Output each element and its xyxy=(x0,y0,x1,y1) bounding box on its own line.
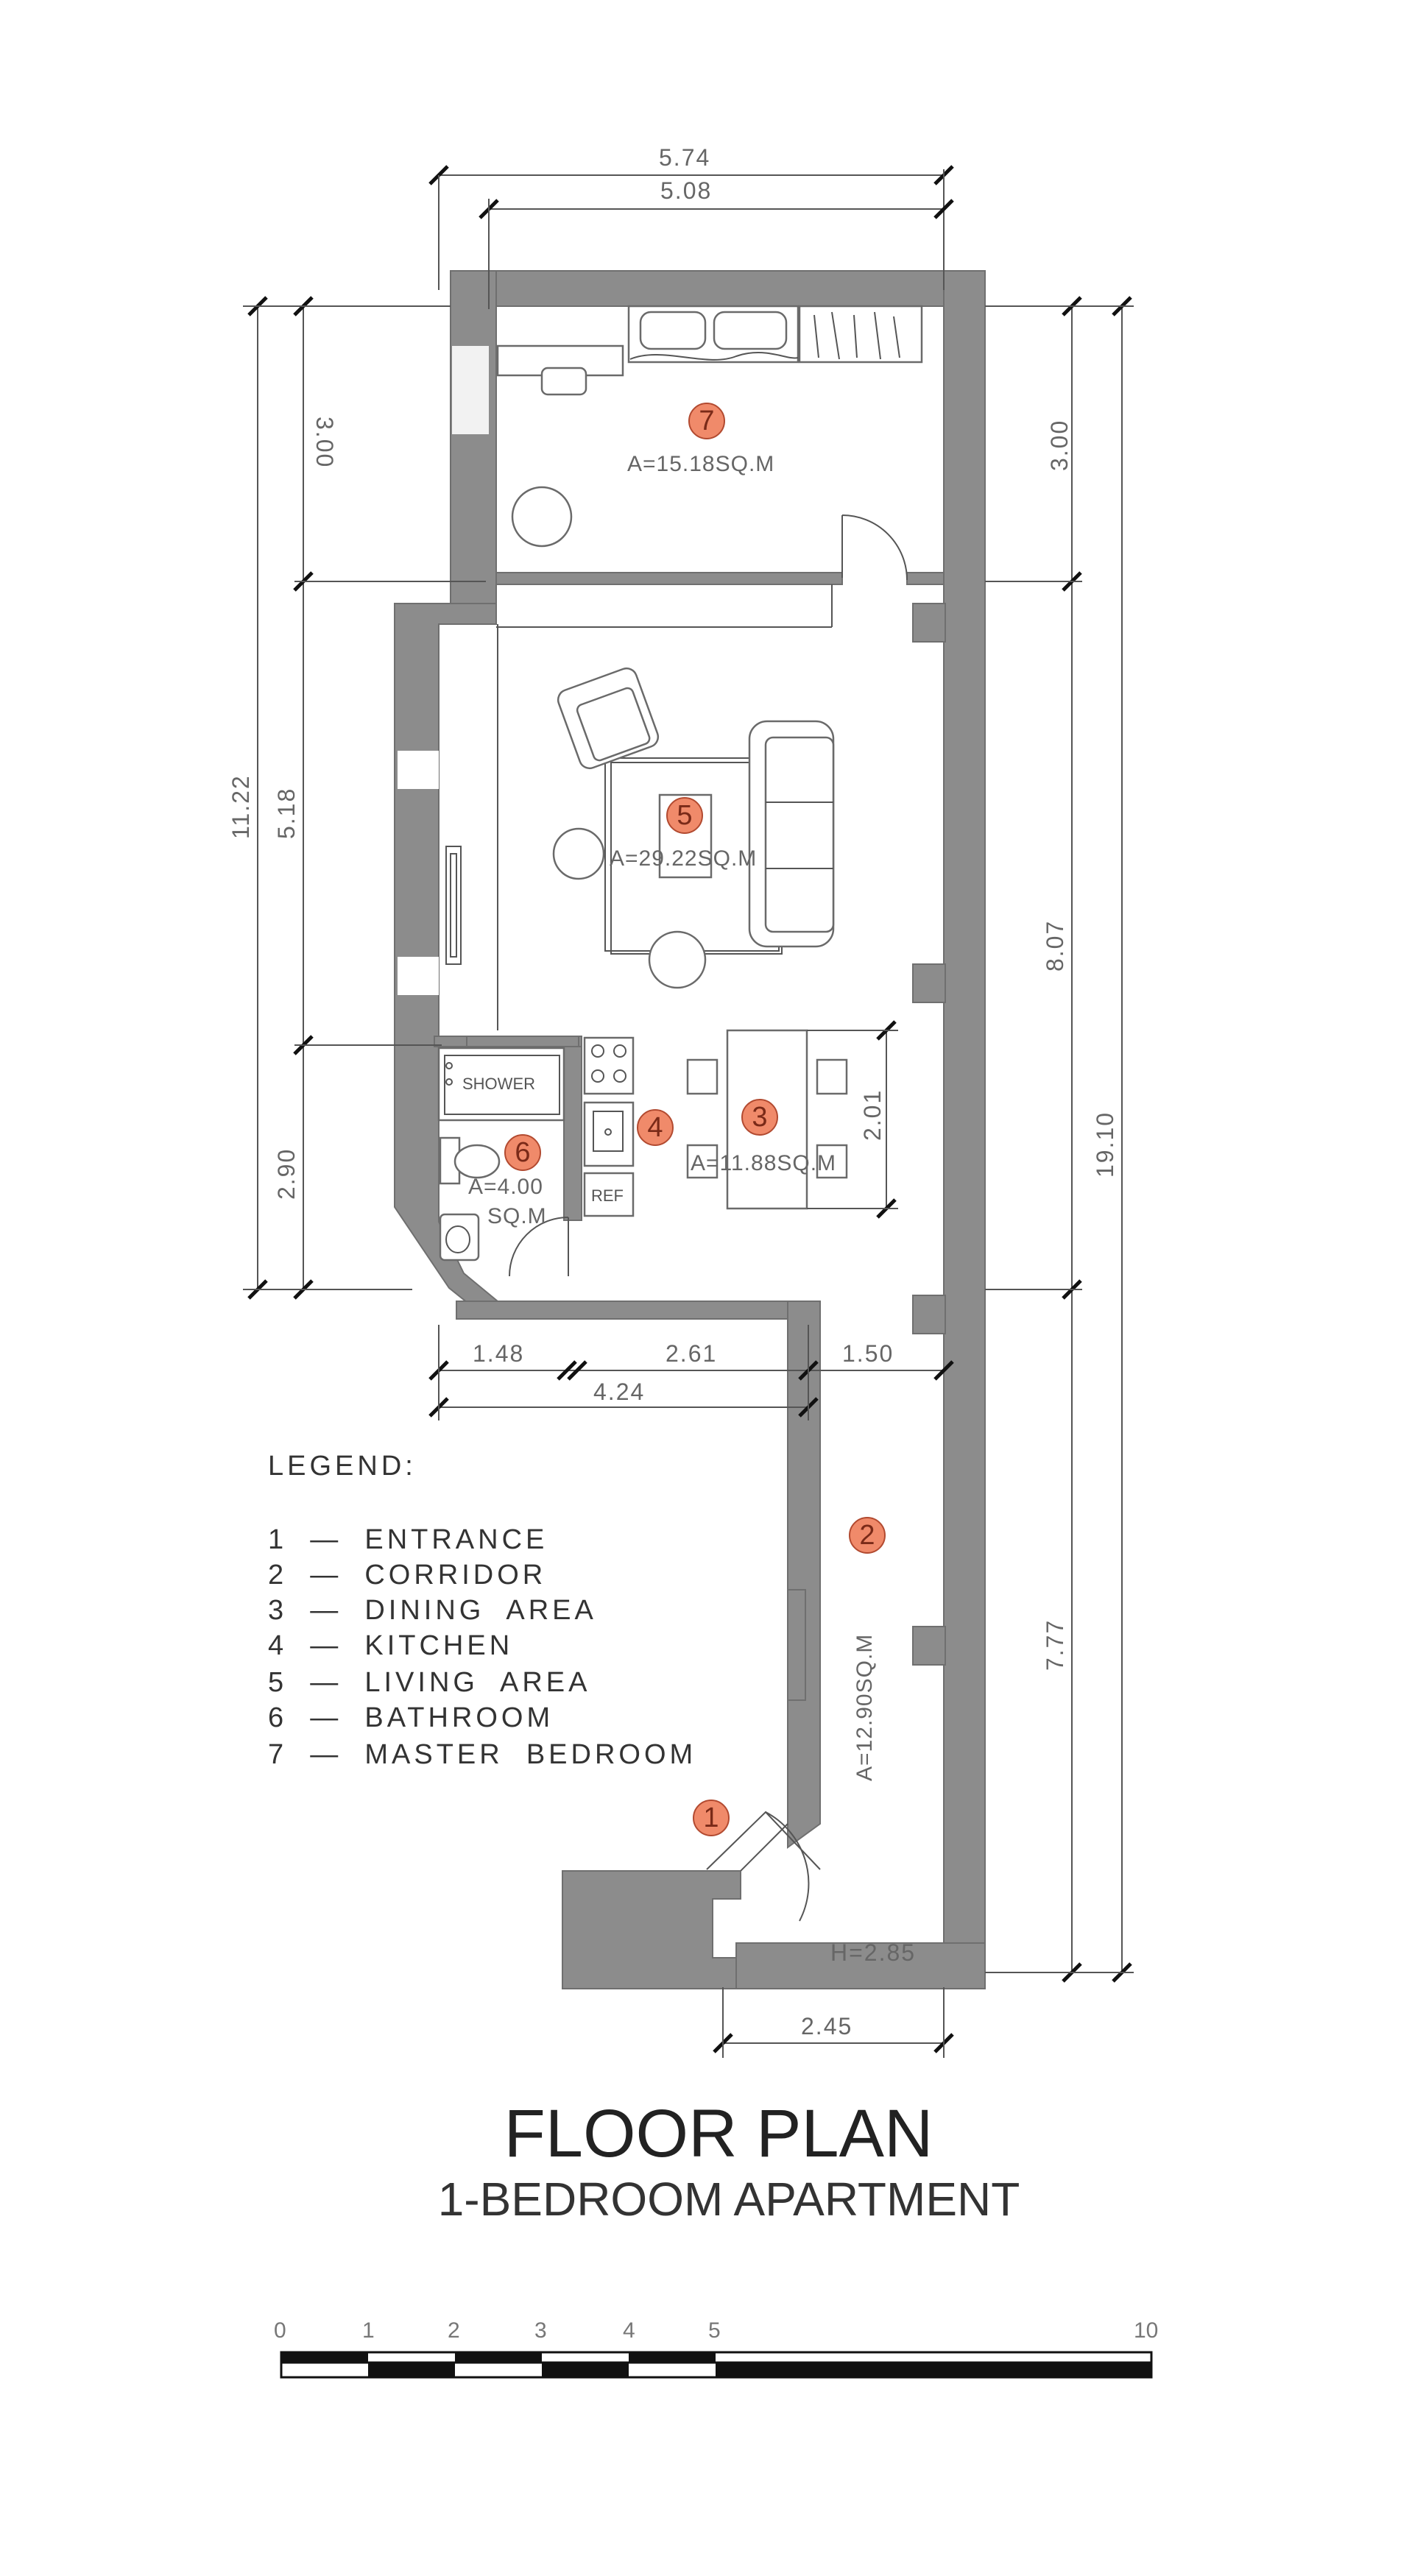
shower-label: SHOWER xyxy=(462,1075,535,1093)
dimension-lines xyxy=(243,165,1134,2058)
dim-bottom-kitchen: 2.61 xyxy=(666,1340,717,1367)
room-badge-5: 5 xyxy=(666,797,703,834)
legend-item-6: 6 — BATHROOM xyxy=(268,1702,554,1733)
svg-text:6: 6 xyxy=(515,1137,530,1168)
fridge-label: REF xyxy=(591,1186,624,1205)
scale-label-5: 5 xyxy=(708,2318,721,2343)
dim-right-bedroom: 3.00 xyxy=(1046,420,1073,471)
legend-item-3: 3 — DINING AREA xyxy=(268,1595,597,1626)
room-area-7: A=15.18SQ.M xyxy=(627,452,774,476)
bathroom-fixtures: SHOWER xyxy=(437,1047,565,1262)
scale-label-0: 0 xyxy=(274,2318,286,2343)
legend-item-5: 5 — LIVING AREA xyxy=(268,1667,590,1698)
page-title: FLOOR PLAN xyxy=(504,2096,933,2171)
legend-item-4: 4 — KITCHEN xyxy=(268,1630,513,1661)
dim-top-outer: 5.74 xyxy=(659,144,710,171)
room-area-5: A=29.22SQ.M xyxy=(610,846,757,871)
room-badge-2: 2 xyxy=(849,1517,886,1554)
scale-label-3: 3 xyxy=(534,2318,547,2343)
room-badge-7: 7 xyxy=(688,403,725,439)
legend-item-2: 2 — CORRIDOR xyxy=(268,1560,546,1590)
dim-top-inner: 5.08 xyxy=(660,177,712,204)
dim-left-bedroom: 3.00 xyxy=(311,417,338,468)
legend: LEGEND: 1 — ENTRANCE 2 — CORRIDOR 3 — DI… xyxy=(268,1451,696,1770)
legend-item-1: 1 — ENTRANCE xyxy=(268,1524,548,1555)
svg-text:2: 2 xyxy=(859,1520,875,1551)
dim-right-mid: 8.07 xyxy=(1042,920,1068,972)
interior-lines xyxy=(395,316,833,1047)
room-area-6-line2: SQ.M xyxy=(487,1204,547,1228)
room-badge-3: 3 xyxy=(741,1099,778,1136)
dim-right-total: 19.10 xyxy=(1092,1111,1118,1178)
bedroom-furniture xyxy=(452,305,923,548)
legend-title: LEGEND: xyxy=(268,1451,417,1482)
room-badge-1: 1 xyxy=(693,1800,730,1836)
bedroom-door xyxy=(841,514,908,581)
svg-text:1: 1 xyxy=(703,1802,719,1833)
dim-left-total: 11.22 xyxy=(227,774,254,839)
svg-text:5: 5 xyxy=(677,800,692,831)
dim-bottom-corridor: 1.50 xyxy=(842,1340,894,1367)
ceiling-height: H=2.85 xyxy=(830,1939,916,1966)
svg-text:3: 3 xyxy=(752,1102,767,1133)
dim-dining-table: 2.01 xyxy=(859,1089,886,1141)
dining-furniture xyxy=(686,1029,848,1210)
room-area-6-line1: A=4.00 xyxy=(468,1175,543,1199)
dim-right-corridor: 7.77 xyxy=(1042,1619,1068,1671)
walls xyxy=(394,270,986,1989)
dim-left-living: 5.18 xyxy=(273,788,300,839)
room-badge-6: 6 xyxy=(504,1134,541,1171)
svg-text:7: 7 xyxy=(699,406,714,436)
kitchen-fixtures: REF xyxy=(583,1036,635,1217)
svg-text:4: 4 xyxy=(647,1112,663,1143)
scale-label-1: 1 xyxy=(362,2318,375,2343)
bathroom-door xyxy=(509,1217,569,1277)
scale-label-2: 2 xyxy=(448,2318,460,2343)
scale-label-10: 10 xyxy=(1134,2318,1158,2343)
dim-left-bath: 2.90 xyxy=(273,1148,300,1200)
scale-bar: 0 1 2 3 4 5 10 xyxy=(274,2318,1158,2379)
room-badge-4: 4 xyxy=(637,1109,674,1146)
dim-bottom-total: 4.24 xyxy=(593,1379,645,1405)
dimension-labels: 5.74 5.08 3.00 3.00 11.22 5.18 2.90 8.07… xyxy=(227,144,1118,2039)
room-area-3: A=11.88SQ.M xyxy=(691,1151,836,1175)
legend-item-7: 7 — MASTER BEDROOM xyxy=(268,1739,696,1770)
scale-label-4: 4 xyxy=(623,2318,635,2343)
room-area-2: A=12.90SQ.M xyxy=(853,1634,877,1781)
dim-bottom-bath: 1.48 xyxy=(473,1340,524,1367)
page-subtitle: 1-BEDROOM APARTMENT xyxy=(438,2173,1020,2226)
dim-entrance-width: 2.45 xyxy=(801,2013,853,2039)
entrance-door xyxy=(706,1811,821,1922)
living-furniture xyxy=(552,667,835,989)
